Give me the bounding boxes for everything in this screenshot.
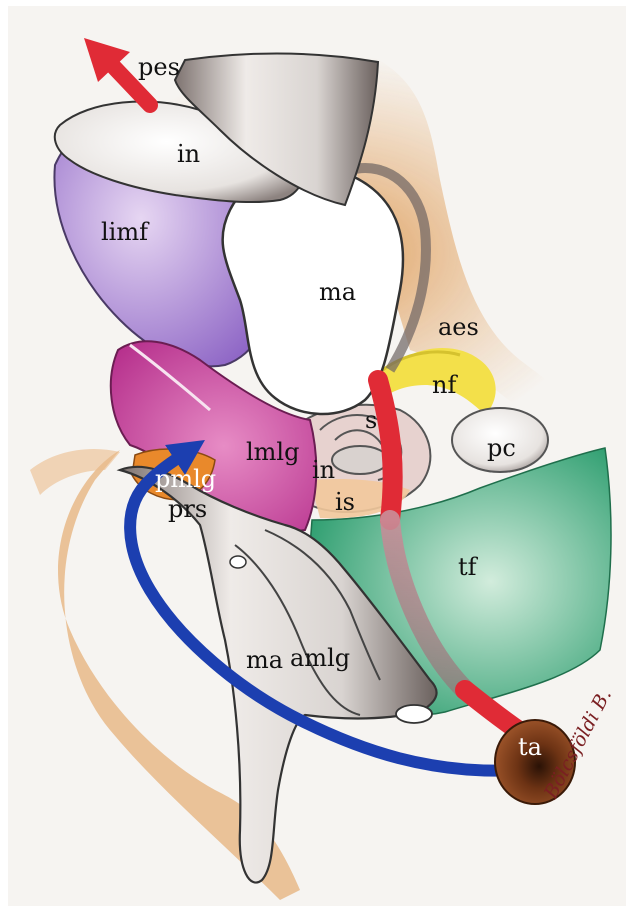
label-s: s xyxy=(365,408,377,432)
label-prs: prs xyxy=(168,497,207,521)
prs-knob xyxy=(230,556,246,568)
label-ma-bottom: ma xyxy=(246,648,283,672)
label-in-mid: in xyxy=(312,458,335,482)
label-nf: nf xyxy=(432,373,456,397)
label-amlg: amlg xyxy=(290,646,350,670)
label-pc: pc xyxy=(487,436,516,460)
label-ta: ta xyxy=(518,735,542,759)
label-lmlg: lmlg xyxy=(246,440,299,464)
label-is: is xyxy=(335,490,355,514)
label-tf: tf xyxy=(458,555,477,579)
label-pmlg: pmlg xyxy=(155,467,216,491)
label-in-top: in xyxy=(177,142,200,166)
label-pes: pes xyxy=(138,55,180,79)
label-aes: aes xyxy=(438,315,479,339)
malleus-handle-tip xyxy=(396,705,432,723)
label-ma-top: ma xyxy=(319,280,356,304)
label-limf: limf xyxy=(101,220,148,244)
